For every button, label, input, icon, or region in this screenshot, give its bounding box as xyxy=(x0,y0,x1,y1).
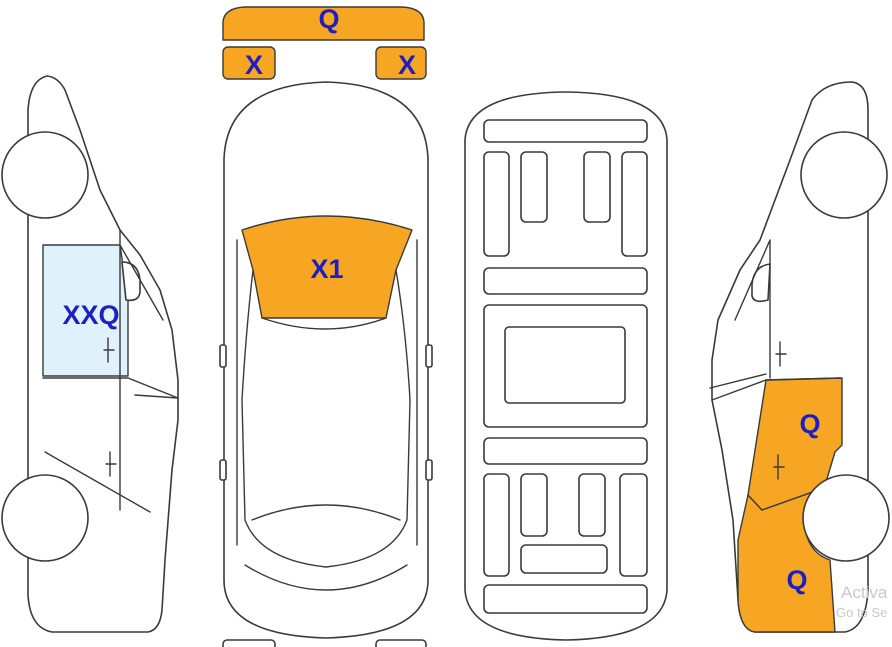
right-front-wheel[interactable] xyxy=(800,131,888,219)
underbody-cross-member-2 xyxy=(483,437,648,465)
right-side-view: Q Q xyxy=(709,81,890,633)
underbody-rear-frame-4 xyxy=(619,473,648,577)
activation-watermark: Activa Go to Se xyxy=(836,583,888,620)
top-view: X1 xyxy=(219,81,433,647)
top-left-rear-handle[interactable] xyxy=(219,459,227,481)
right-rear-door-handle[interactable] xyxy=(773,454,785,480)
front-bumper-group: Q X X xyxy=(222,4,427,80)
front-left-fog-lamp-part[interactable] xyxy=(222,46,276,80)
underbody-rear-bar-2 xyxy=(483,584,648,614)
top-view-lines xyxy=(236,239,418,591)
underbody-front-frame-2 xyxy=(520,151,548,223)
left-front-door-glass-code: XXQ xyxy=(62,300,119,330)
windshield-code: X1 xyxy=(310,254,343,284)
rear-bumper-right-stub xyxy=(375,639,427,647)
watermark-line-2: Go to Se xyxy=(836,605,887,620)
left-rear-wheel[interactable] xyxy=(1,474,89,562)
watermark-line-1: Activa xyxy=(841,583,888,602)
top-left-mirror[interactable] xyxy=(219,344,227,368)
right-side-mirror[interactable] xyxy=(751,263,771,303)
front-bumper-code: Q xyxy=(318,4,339,34)
top-right-mirror[interactable] xyxy=(425,344,433,368)
front-left-fog-code: X xyxy=(245,50,263,80)
top-right-rear-handle[interactable] xyxy=(425,459,433,481)
right-rear-wheel[interactable] xyxy=(802,474,890,562)
right-front-door-handle[interactable] xyxy=(775,341,787,367)
underbody-rear-frame-3 xyxy=(578,473,606,537)
rear-bumper-left-stub xyxy=(222,639,276,647)
right-rear-quarter-code: Q xyxy=(786,565,807,595)
underbody-rear-frame-1 xyxy=(483,473,510,577)
underbody-front-bar xyxy=(483,119,648,143)
underbody-front-frame-3 xyxy=(583,151,611,223)
underbody-front-frame-4 xyxy=(621,151,648,257)
front-right-fog-lamp-part[interactable] xyxy=(375,46,427,80)
underbody-rear-frame-2 xyxy=(520,473,548,537)
underbody-center-panel xyxy=(504,326,626,404)
windshield-part[interactable] xyxy=(241,215,413,319)
right-rear-door-code: Q xyxy=(799,409,820,439)
top-view-body-outline xyxy=(223,81,429,639)
right-side-lines xyxy=(709,239,841,401)
underbody-rear-bar-1 xyxy=(520,544,608,574)
left-front-door-glass-part[interactable] xyxy=(42,244,129,377)
underbody-front-frame-1 xyxy=(483,151,510,257)
underbody-cross-member-1 xyxy=(483,267,648,295)
left-rear-door-handle[interactable] xyxy=(105,451,117,477)
underbody-view xyxy=(464,91,668,641)
left-front-door-handle[interactable] xyxy=(103,337,115,363)
front-right-fog-code: X xyxy=(398,50,416,80)
left-front-wheel[interactable] xyxy=(1,131,89,219)
left-side-view: XXQ xyxy=(1,75,179,633)
front-bumper-part[interactable] xyxy=(222,6,425,41)
left-side-lines xyxy=(42,229,179,513)
